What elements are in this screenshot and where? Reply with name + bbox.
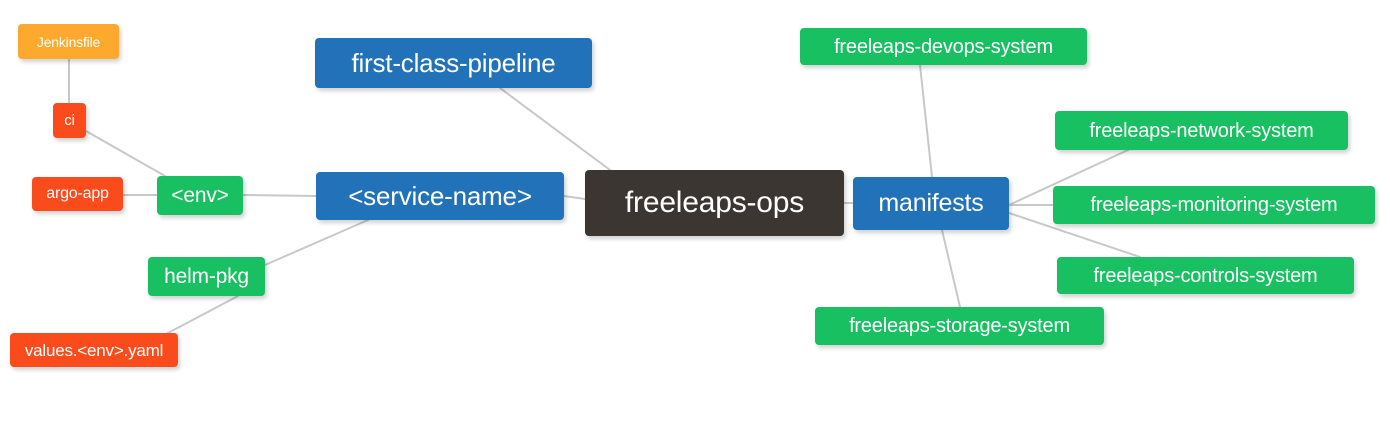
node-first-class-pipeline[interactable]: first-class-pipeline (315, 38, 592, 88)
edge-values-yaml-to-helm-pkg (167, 295, 239, 334)
node-label-jenkinsfile: Jenkinsfile (36, 33, 101, 50)
node-freeleaps-ops[interactable]: freeleaps-ops (585, 170, 844, 236)
edge-helm-pkg-to-service-name (264, 219, 369, 266)
node-label-freeleaps-monitoring-system: freeleaps-monitoring-system (1090, 194, 1338, 216)
edge-manifests-to-freeleaps-storage-system (941, 229, 961, 308)
node-argo-app[interactable]: argo-app (32, 177, 123, 211)
edge-first-class-pipeline-to-freeleaps-ops (499, 87, 611, 171)
edge-ci-to-env (85, 130, 166, 177)
node-label-service-name: <service-name> (348, 181, 532, 211)
node-manifests[interactable]: manifests (853, 177, 1009, 230)
node-label-manifests: manifests (878, 189, 984, 217)
node-label-ci: ci (64, 112, 75, 129)
node-label-argo-app: argo-app (46, 185, 109, 202)
node-label-first-class-pipeline: first-class-pipeline (351, 48, 556, 78)
node-label-freeleaps-controls-system: freeleaps-controls-system (1093, 264, 1318, 287)
edge-manifests-to-freeleaps-devops-system (919, 64, 933, 178)
node-label-freeleaps-devops-system: freeleaps-devops-system (834, 35, 1053, 58)
node-label-freeleaps-storage-system: freeleaps-storage-system (849, 315, 1070, 337)
node-jenkinsfile[interactable]: Jenkinsfile (18, 24, 119, 59)
node-freeleaps-devops-system[interactable]: freeleaps-devops-system (800, 28, 1087, 65)
node-service-name[interactable]: <service-name> (316, 172, 564, 220)
node-freeleaps-monitoring-system[interactable]: freeleaps-monitoring-system (1053, 186, 1375, 224)
node-label-values-yaml: values.<env>.yaml (24, 340, 164, 360)
node-helm-pkg[interactable]: helm-pkg (148, 257, 265, 296)
node-env[interactable]: <env> (157, 176, 243, 215)
node-freeleaps-controls-system[interactable]: freeleaps-controls-system (1057, 257, 1354, 294)
node-freeleaps-network-system[interactable]: freeleaps-network-system (1055, 111, 1348, 150)
node-freeleaps-storage-system[interactable]: freeleaps-storage-system (815, 307, 1104, 345)
node-label-env: <env> (171, 184, 229, 207)
node-label-helm-pkg: helm-pkg (164, 265, 249, 288)
node-values-yaml[interactable]: values.<env>.yaml (10, 333, 178, 367)
node-label-freeleaps-ops: freeleaps-ops (624, 186, 805, 219)
node-ci[interactable]: ci (53, 103, 86, 138)
edge-env-to-service-name (242, 194, 317, 197)
edge-service-name-to-freeleaps-ops (563, 195, 586, 200)
node-label-freeleaps-network-system: freeleaps-network-system (1089, 119, 1314, 142)
